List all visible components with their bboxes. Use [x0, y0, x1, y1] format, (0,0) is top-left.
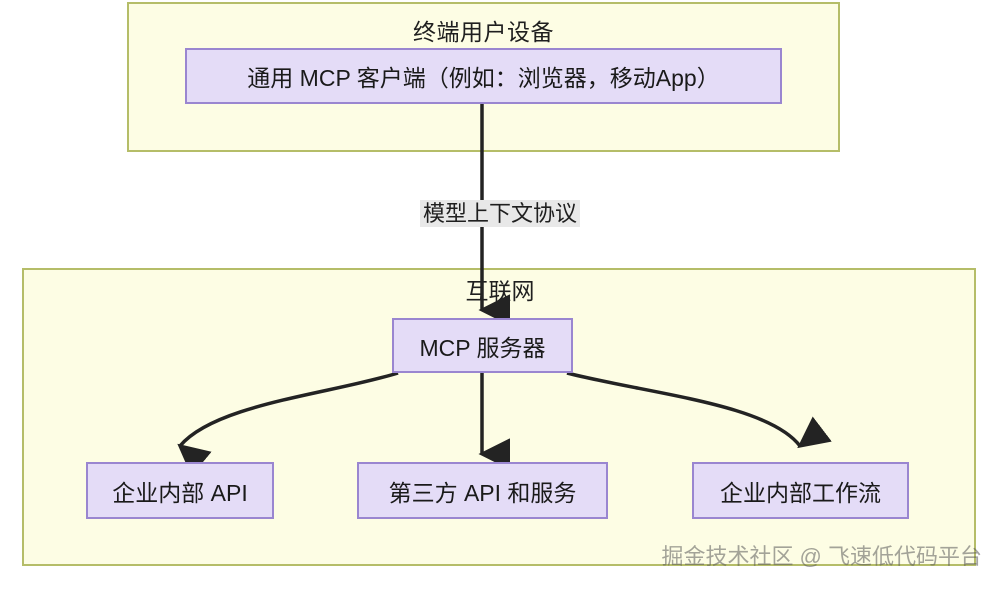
node-enterprise-internal-api[interactable]: 企业内部 API [86, 462, 274, 519]
node-enterprise-workflow[interactable]: 企业内部工作流 [692, 462, 909, 519]
group-end-user-device-title: 终端用户设备 [413, 19, 554, 45]
group-internet [22, 268, 976, 566]
edge-label-text: 模型上下文协议 [419, 200, 580, 227]
node-third-party-api[interactable]: 第三方 API 和服务 [357, 462, 608, 519]
node-mcp-client[interactable]: 通用 MCP 客户端（例如：浏览器，移动App） [185, 48, 782, 104]
edge-label-model-context-protocol: 模型上下文协议 [0, 196, 1000, 228]
watermark: 掘金技术社区 @ 飞速低代码平台 [661, 544, 982, 569]
node-mcp-server[interactable]: MCP 服务器 [392, 318, 573, 373]
group-internet-title: 互联网 [465, 278, 535, 304]
